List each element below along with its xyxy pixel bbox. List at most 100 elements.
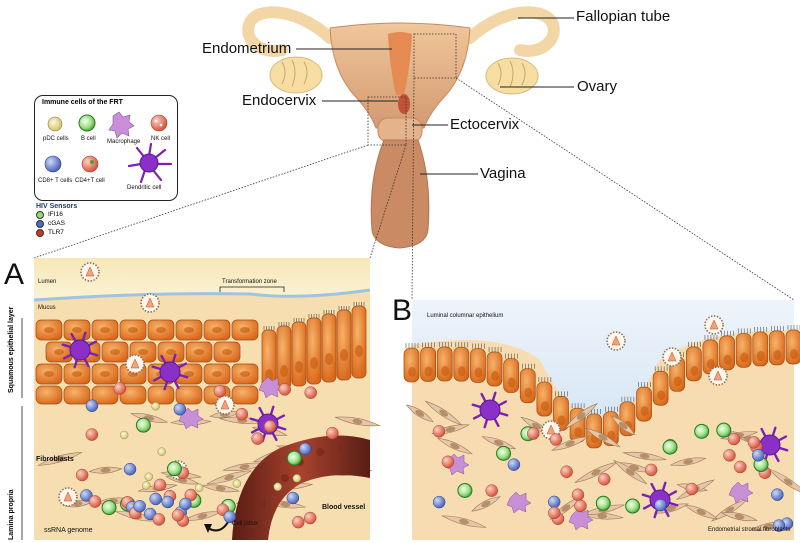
cd4-t-cell — [527, 427, 540, 440]
cell-nucleus — [657, 390, 666, 401]
panel-b-art — [403, 300, 800, 540]
cell-nucleus — [54, 349, 64, 355]
cell-nucleus — [474, 367, 483, 378]
fibroblast — [471, 496, 501, 512]
fibroblast — [550, 436, 590, 451]
label-lamina-propria: Lamina propria — [8, 489, 15, 540]
basal-cell — [147, 385, 175, 405]
cd8-t-cell — [123, 462, 137, 476]
cell-nucleus — [280, 365, 288, 377]
fibroblast-nucleus — [597, 513, 608, 519]
columnar-cell — [306, 317, 322, 385]
virion-core — [85, 266, 95, 277]
cd8-t-cell — [751, 449, 765, 462]
virion-core — [709, 319, 719, 330]
cell-nucleus — [773, 349, 782, 360]
b-cell — [662, 439, 678, 455]
fibroblast — [441, 515, 487, 528]
cd8-t-cell — [286, 491, 300, 505]
sensors-title: HIV Sensors — [36, 203, 78, 210]
b-cell — [716, 422, 732, 438]
sensor-label: cGAS — [48, 220, 65, 227]
cd8-t-cell — [179, 497, 192, 511]
columnar-epithelium-a — [261, 302, 367, 391]
cd4-t-cell — [292, 515, 305, 529]
cd4-t-cell — [560, 465, 573, 478]
pdc-cell — [119, 430, 129, 440]
dendritic-cell — [151, 353, 189, 391]
fibroblast — [201, 484, 240, 493]
label-squamous-layer: Squamous epithelial layer — [8, 306, 15, 393]
hiv-virion — [140, 293, 160, 313]
legend-label: Dendritic cell — [127, 185, 162, 191]
cell-nucleus — [310, 357, 318, 369]
fibroblast — [424, 400, 463, 426]
cell-nucleus — [44, 371, 54, 377]
columnar-cell — [276, 325, 292, 389]
cd8-t-cell — [223, 510, 236, 524]
cell-nucleus — [325, 353, 333, 365]
basal-cell — [91, 385, 119, 405]
dendritic-body — [159, 361, 181, 383]
fibroblast-nucleus — [481, 500, 491, 508]
fibroblast-nucleus — [280, 502, 291, 508]
label-stromal-fibroblasts: Endometrial stromal fibroblasts — [708, 527, 791, 533]
dendritic-cell-icon — [127, 142, 173, 184]
fibroblast — [768, 468, 800, 496]
hiv-virion — [80, 262, 100, 282]
immune-cell-legend: Immune cells of the FRT pDC cells B cell… — [34, 95, 178, 201]
macrophage — [728, 481, 754, 504]
fibroblast — [613, 459, 648, 485]
cd4-t-cell-icon — [81, 155, 99, 173]
fibroblast — [206, 470, 252, 485]
macrophage — [178, 407, 204, 430]
cd4-t-cell — [597, 473, 611, 486]
cell-nucleus — [128, 327, 138, 333]
fibroblast — [584, 427, 621, 448]
fibroblast — [37, 452, 83, 466]
cd4-t-cell — [727, 432, 741, 446]
macrophage-icon — [108, 111, 135, 139]
cd4-t-cell — [549, 433, 563, 446]
fibroblast-nucleus — [763, 523, 774, 530]
macrophage — [568, 508, 594, 531]
cell-nucleus — [72, 371, 82, 377]
cell-nucleus — [706, 358, 715, 369]
cell-nucleus — [574, 427, 583, 438]
cell-nucleus — [756, 350, 765, 361]
fibroblast-nucleus — [619, 421, 628, 430]
cd4-t-cell — [113, 382, 127, 395]
cell-nucleus — [457, 366, 466, 377]
fibroblast-nucleus — [683, 459, 694, 465]
fibroblast-nucleus — [493, 439, 504, 446]
b-cell-icon — [78, 114, 96, 132]
cell-nucleus — [640, 406, 649, 417]
cd8-t-cell — [161, 495, 175, 509]
basal-cell — [231, 385, 259, 405]
pdc-cell — [151, 402, 160, 411]
fibroblast — [405, 404, 434, 423]
cd4-t-cell — [747, 436, 761, 449]
columnar-cell — [321, 313, 337, 383]
b-cell — [694, 423, 710, 439]
cd8-t-cell — [654, 498, 667, 512]
macrophage — [258, 376, 284, 399]
fibroblast-nucleus — [439, 409, 449, 417]
cell-nucleus — [100, 327, 110, 333]
cell-nucleus — [166, 349, 176, 355]
fibroblast — [564, 402, 598, 429]
pdc-cell — [157, 447, 166, 456]
pdc-cell — [232, 479, 242, 488]
cell-nucleus — [355, 345, 363, 357]
fibroblast-nucleus — [459, 518, 469, 525]
fibroblast-nucleus — [696, 509, 706, 516]
cell-nucleus — [44, 327, 54, 333]
fibroblast-nucleus — [215, 485, 226, 491]
cd8-t-cell — [85, 399, 99, 413]
sensor-label: TLR7 — [48, 229, 64, 236]
fibroblast-nucleus — [561, 504, 571, 512]
cd8-t-cell — [547, 495, 561, 509]
cd8-t-cell-icon — [44, 155, 62, 173]
cd8-t-cell — [80, 489, 93, 502]
